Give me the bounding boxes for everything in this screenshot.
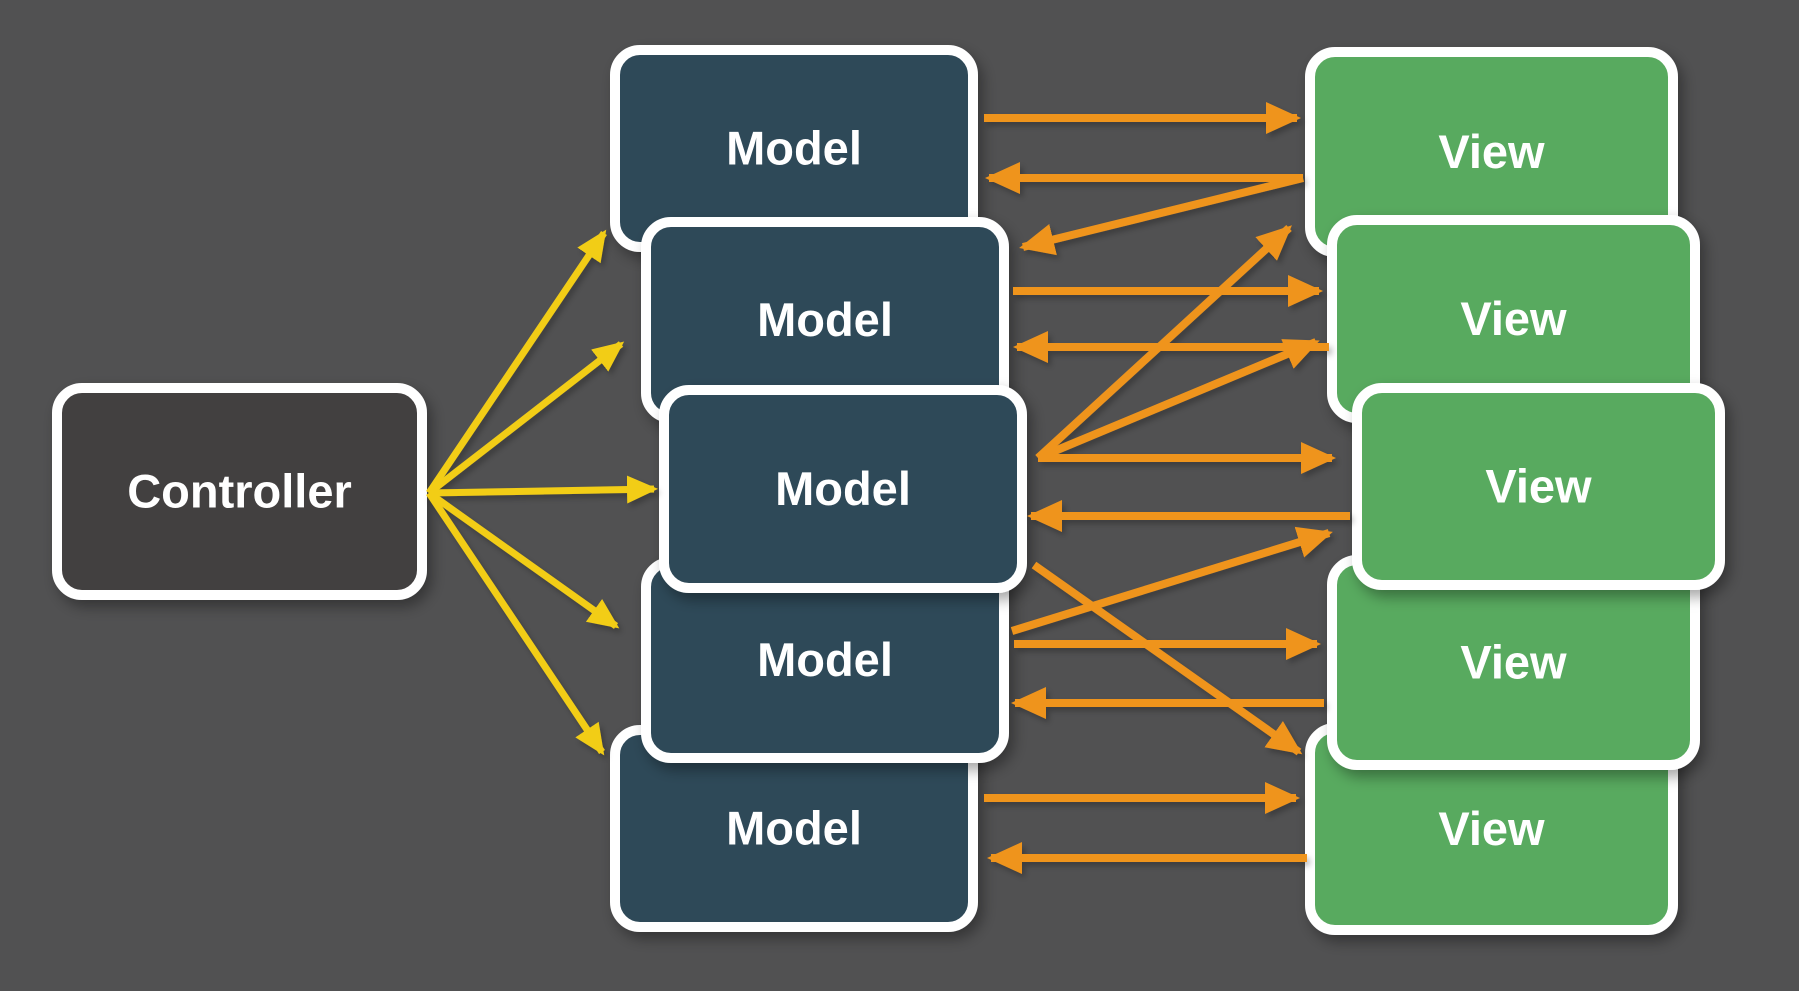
arrow-controller-to-model-5 bbox=[426, 491, 605, 756]
controller-label: Controller bbox=[127, 465, 352, 518]
controller-box bbox=[52, 383, 427, 600]
nodes-layer: ControllerModelModelModelModelModelViewV… bbox=[52, 45, 1725, 935]
node-view-5: View bbox=[1305, 723, 1678, 935]
view-3-box bbox=[1352, 383, 1725, 590]
arrow-controller-to-model-3 bbox=[428, 475, 658, 504]
node-view-4: View bbox=[1327, 555, 1700, 770]
arrow-controller-to-model-1 bbox=[426, 229, 607, 495]
model-2-label: Model bbox=[757, 293, 893, 346]
arrow-model-3-to-view-2 bbox=[1036, 338, 1320, 462]
arrow-model-3-to-view-5 bbox=[1031, 561, 1303, 756]
model-1-label: Model bbox=[726, 122, 862, 175]
node-controller: Controller bbox=[52, 383, 427, 600]
arrow-controller-to-model-4 bbox=[426, 490, 620, 629]
model-3-label: Model bbox=[775, 462, 911, 515]
model-4-label: Model bbox=[757, 633, 893, 686]
view-2-label: View bbox=[1460, 292, 1567, 345]
view-5-label: View bbox=[1438, 802, 1545, 855]
arrow-model-4-to-view-3 bbox=[1010, 526, 1333, 635]
arrows-layer bbox=[426, 102, 1350, 874]
node-model-3: Model bbox=[659, 385, 1027, 593]
view-3-label: View bbox=[1485, 460, 1592, 513]
model-3-box bbox=[659, 385, 1027, 593]
model-5-label: Model bbox=[726, 802, 862, 855]
node-model-4: Model bbox=[641, 557, 1009, 763]
view-1-label: View bbox=[1438, 125, 1545, 178]
node-model-2: Model bbox=[641, 217, 1009, 423]
arrow-model-3-to-view-1 bbox=[1035, 225, 1292, 461]
arrow-view-1-to-model-2 bbox=[1019, 174, 1304, 256]
node-model-1: Model bbox=[610, 45, 978, 252]
node-view-3: View bbox=[1352, 383, 1725, 590]
view-4-label: View bbox=[1460, 636, 1567, 689]
arrow-controller-to-model-2 bbox=[426, 341, 625, 496]
node-model-5: Model bbox=[610, 725, 978, 932]
